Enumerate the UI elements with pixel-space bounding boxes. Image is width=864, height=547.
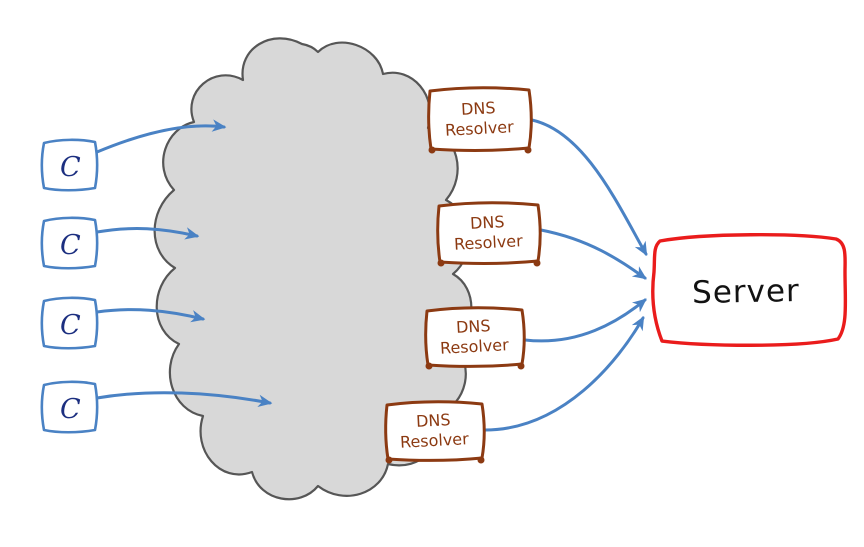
client-arrow-4 bbox=[95, 391, 273, 407]
resolver-arrow-1 bbox=[530, 118, 648, 257]
resolver-corner-dot bbox=[533, 259, 541, 267]
client-node-2: C bbox=[40, 216, 99, 270]
resolver-corner-dot bbox=[517, 362, 525, 370]
client-label-4: C bbox=[60, 394, 81, 425]
resolver-corner-dot bbox=[425, 362, 433, 370]
resolver-label-line1: DNS bbox=[461, 98, 496, 119]
client-node-3: C bbox=[40, 296, 99, 350]
resolver-corner-dot bbox=[477, 456, 485, 464]
dns-resolver-node-1: DNS Resolver bbox=[427, 86, 533, 154]
client-box-2 bbox=[40, 216, 99, 270]
resolver-corner-dot bbox=[385, 456, 393, 464]
resolver-corner-dot bbox=[428, 146, 436, 154]
resolver-arrow-4 bbox=[483, 315, 645, 432]
client-arrow-2 bbox=[95, 227, 200, 240]
client-arrow-3 bbox=[95, 308, 206, 323]
resolver-label-line2: Resolver bbox=[454, 231, 524, 254]
client-box-1 bbox=[40, 138, 99, 192]
client-arrow-1 bbox=[95, 119, 227, 154]
resolver-label-line2: Resolver bbox=[400, 429, 470, 452]
client-node-4: C bbox=[40, 380, 99, 434]
resolver-arrow-3 bbox=[523, 298, 647, 343]
resolver-label-line1: DNS bbox=[470, 212, 505, 233]
resolver-arrow-2 bbox=[539, 228, 647, 280]
resolver-label-line1: DNS bbox=[456, 316, 491, 337]
server-node: Server bbox=[651, 233, 848, 347]
client-label-1: C bbox=[60, 152, 81, 183]
client-box-3 bbox=[40, 296, 99, 350]
dns-resolver-node-2: DNS Resolver bbox=[436, 201, 542, 267]
client-box-4 bbox=[40, 380, 99, 434]
dns-resolver-node-3: DNS Resolver bbox=[424, 306, 526, 370]
client-node-1: C bbox=[40, 138, 99, 192]
dns-resolver-node-4: DNS Resolver bbox=[384, 400, 486, 464]
resolver-label-line2: Resolver bbox=[440, 335, 510, 358]
resolver-corner-dot bbox=[437, 259, 445, 267]
client-label-3: C bbox=[60, 310, 81, 341]
resolver-label-line1: DNS bbox=[416, 410, 451, 431]
client-label-2: C bbox=[60, 230, 81, 261]
resolver-corner-dot bbox=[524, 146, 532, 154]
server-label: Server bbox=[692, 273, 800, 311]
resolver-label-line2: Resolver bbox=[445, 117, 515, 140]
server-box bbox=[651, 233, 848, 347]
